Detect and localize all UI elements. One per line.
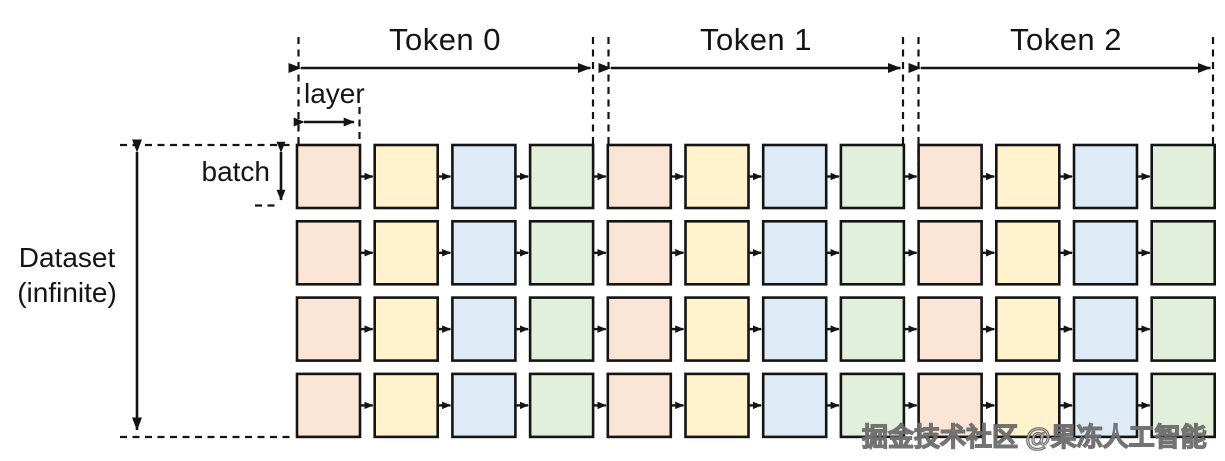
- layer-cell: [684, 372, 750, 439]
- layer-cell: [373, 372, 440, 439]
- batch-label: batch: [201, 156, 271, 187]
- layer-cell: [606, 143, 673, 210]
- layer-cell: [684, 296, 750, 362]
- layer-cell: [1072, 143, 1139, 210]
- layer-cell: [761, 220, 828, 286]
- layer-cell: [761, 296, 828, 362]
- layer-cell: [839, 220, 906, 286]
- layer-cells: [295, 143, 1216, 439]
- layer-cell: [451, 143, 517, 210]
- layer-cell: [528, 220, 595, 286]
- layer-cell: [373, 296, 440, 362]
- layer-cell: [994, 296, 1061, 362]
- layer-cell: [1072, 296, 1139, 362]
- layer-label: layer: [304, 78, 365, 109]
- layer-cell: [295, 220, 362, 286]
- layer-cell: [1150, 372, 1216, 439]
- layer-cell: [761, 143, 828, 210]
- layer-cell: [451, 220, 517, 286]
- layer-cell: [839, 372, 906, 439]
- layer-cell: [917, 296, 983, 362]
- cell-flow-arrows: [360, 172, 1151, 410]
- layer-cell: [917, 143, 983, 210]
- layer-cell: [373, 220, 440, 286]
- watermark-text: 掘金技术社区 @果冻人工智能: [861, 421, 1207, 452]
- layer-cell: [917, 220, 983, 286]
- layer-cell: [295, 143, 362, 210]
- layer-cell: [451, 372, 517, 439]
- measure-arrows: [132, 63, 1211, 431]
- layer-cell: [1150, 296, 1216, 362]
- layer-cell: [295, 296, 362, 362]
- layer-cell: [528, 143, 595, 210]
- layer-cell: [528, 296, 595, 362]
- layer-cell: [1150, 143, 1216, 210]
- layer-cell: [606, 220, 673, 286]
- layer-cell: [994, 143, 1061, 210]
- layer-cell: [1072, 372, 1139, 439]
- token-2-label: Token 2: [1009, 22, 1123, 57]
- layer-cell: [684, 143, 750, 210]
- dataset-label: Dataset (infinite): [0, 240, 134, 310]
- layer-cell: [994, 372, 1061, 439]
- layer-cell: [917, 372, 983, 439]
- token-0-label: Token 0: [388, 22, 502, 57]
- layer-cell: [994, 220, 1061, 286]
- layer-cell: [606, 372, 673, 439]
- layer-cell: [606, 296, 673, 362]
- layer-cell: [295, 372, 362, 439]
- layer-cell: [839, 143, 906, 210]
- dataset-label-line1: Dataset: [18, 242, 116, 273]
- layer-cell: [839, 296, 906, 362]
- layer-cell: [1150, 220, 1216, 286]
- layer-cell: [684, 220, 750, 286]
- layer-cell: [1072, 220, 1139, 286]
- token-1-label: Token 1: [699, 22, 813, 57]
- layer-cell: [528, 372, 595, 439]
- layer-cell: [373, 143, 440, 210]
- layer-cell: [451, 296, 517, 362]
- layer-cell: [761, 372, 828, 439]
- dataset-label-line2: (infinite): [17, 277, 117, 308]
